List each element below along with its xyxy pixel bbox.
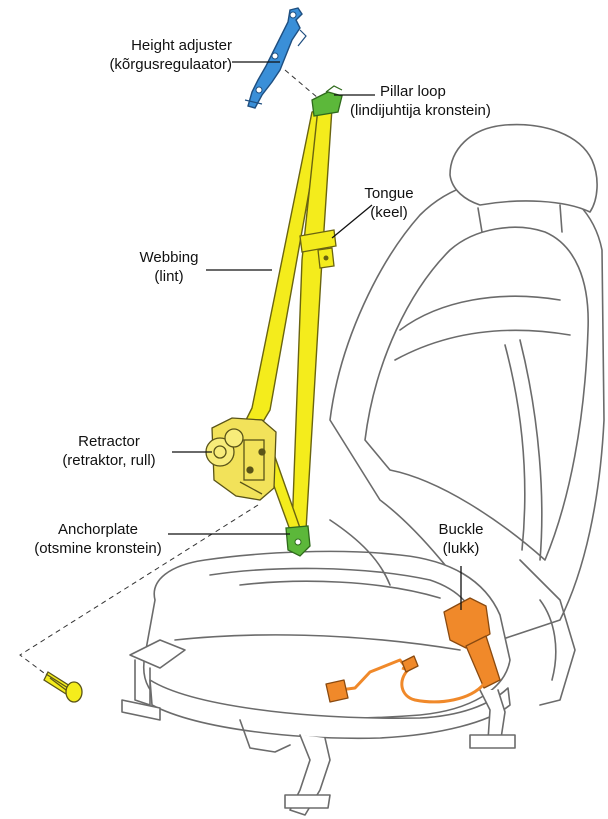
label-height-adjuster: Height adjuster (kõrgusregulaator): [109, 36, 232, 74]
label-webbing: Webbing (lint): [132, 248, 206, 286]
label-retractor-en: Retractor: [46, 432, 172, 451]
label-anchorplate: Anchorplate (otsmine kronstein): [26, 520, 170, 558]
height-adjuster-icon: [245, 8, 306, 108]
label-buckle-en: Buckle: [424, 520, 498, 539]
label-buckle-et: (lukk): [424, 539, 498, 558]
label-retractor: Retractor (retraktor, rull): [46, 432, 172, 470]
label-pillar-loop-et: (lindijuhtija kronstein): [350, 101, 491, 120]
anchor-bolt-icon: [44, 672, 82, 702]
retractor-icon: [206, 418, 276, 500]
label-tongue: Tongue (keel): [352, 184, 426, 222]
seat-icon: [122, 125, 604, 815]
label-pillar-loop: Pillar loop (lindijuhtija kronstein): [350, 82, 491, 120]
label-webbing-et: (lint): [132, 267, 206, 286]
label-retractor-et: (retraktor, rull): [46, 451, 172, 470]
label-anchorplate-en: Anchorplate: [26, 520, 170, 539]
label-buckle: Buckle (lukk): [424, 520, 498, 558]
label-height-adjuster-et: (kõrgusregulaator): [109, 55, 232, 74]
label-tongue-en: Tongue: [352, 184, 426, 203]
label-tongue-et: (keel): [352, 203, 426, 222]
label-webbing-en: Webbing: [132, 248, 206, 267]
label-anchorplate-et: (otsmine kronstein): [26, 539, 170, 558]
pillar-loop-icon: [312, 86, 342, 116]
label-height-adjuster-en: Height adjuster: [109, 36, 232, 55]
label-pillar-loop-en: Pillar loop: [350, 82, 491, 101]
